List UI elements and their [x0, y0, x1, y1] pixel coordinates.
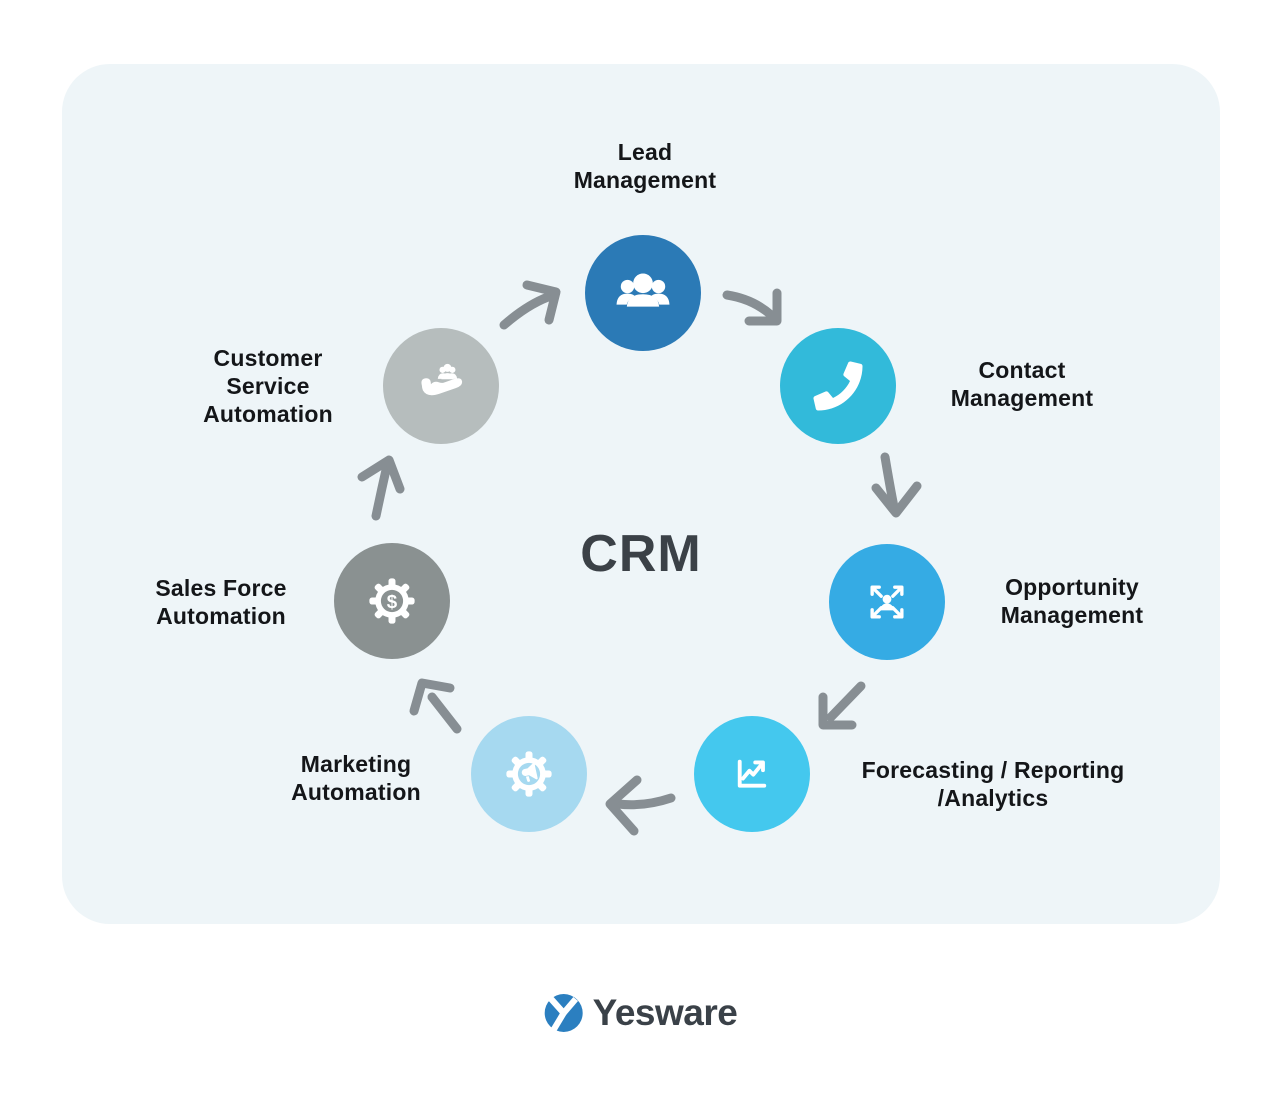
- marketing-automation-node: [471, 716, 587, 832]
- arrow-forecasting-to-marketing: [605, 775, 676, 836]
- arrow-opportunity-to-forecasting: [818, 681, 866, 730]
- label-line: Forecasting / Reporting: [861, 757, 1125, 783]
- arrow-service-to-lead: [499, 280, 561, 330]
- gear-dollar-icon: $: [369, 578, 415, 624]
- phone-icon: [813, 361, 863, 411]
- arrow-marketing-to-salesforce: [409, 678, 462, 734]
- crm-center-label: CRM: [580, 525, 702, 583]
- label-line: Automation: [156, 603, 286, 629]
- opportunity-management-node: [829, 544, 945, 660]
- expand-person-icon: [870, 585, 904, 619]
- label-line: Contact: [978, 357, 1066, 383]
- lead-management-node: [585, 235, 701, 351]
- yesware-wordmark: Yesware: [592, 992, 738, 1033]
- svg-text:$: $: [387, 591, 398, 612]
- yesware-mark-icon: [544, 992, 583, 1034]
- people-group-icon: [616, 273, 670, 307]
- label-line: Customer: [213, 345, 323, 371]
- forecasting-label: Forecasting / Reporting /Analytics: [862, 756, 1125, 812]
- customer-service-automation-label: Customer Service Automation: [203, 344, 333, 428]
- label-line: Automation: [291, 779, 421, 805]
- label-line: Management: [1000, 602, 1144, 628]
- contact-management-label: Contact Management: [951, 356, 1094, 412]
- label-line: Opportunity: [1005, 574, 1139, 600]
- label-line: Management: [950, 385, 1094, 411]
- yesware-logo: Yesware: [543, 992, 738, 1034]
- hand-people-icon: [421, 363, 463, 396]
- label-line: Automation: [203, 401, 333, 427]
- sales-force-automation-node: $: [334, 543, 450, 659]
- contact-management-node: [780, 328, 896, 444]
- gear-megaphone-icon: [506, 751, 552, 797]
- label-line: Marketing: [300, 751, 412, 777]
- forecasting-node: [694, 716, 810, 832]
- arrow-lead-to-contact: [722, 288, 782, 326]
- lead-management-label: Lead Management: [574, 138, 717, 194]
- arrow-salesforce-to-service: [357, 455, 405, 521]
- label-line: /Analytics: [937, 785, 1049, 811]
- trend-chart-icon: [737, 759, 767, 788]
- arrow-contact-to-opportunity: [871, 452, 922, 518]
- marketing-automation-label: Marketing Automation: [291, 750, 421, 806]
- opportunity-management-label: Opportunity Management: [1001, 573, 1144, 629]
- label-line: Management: [573, 167, 717, 193]
- sales-force-automation-label: Sales Force Automation: [155, 574, 286, 630]
- label-line: Service: [226, 373, 310, 399]
- label-line: Lead: [617, 139, 673, 165]
- customer-service-automation-node: [383, 328, 499, 444]
- label-line: Sales Force: [155, 575, 287, 601]
